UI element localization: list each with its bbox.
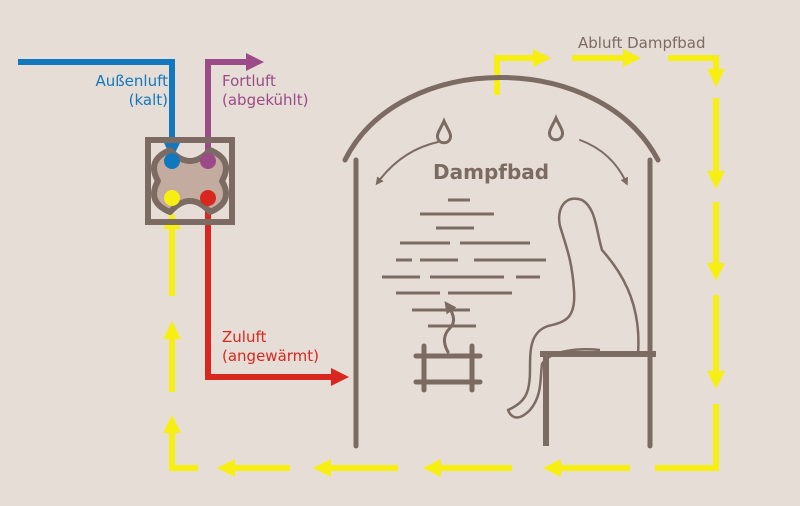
label-exhaust-air: Fortluft (abgekühlt) — [222, 72, 308, 110]
port-supply-air — [200, 190, 216, 206]
seated-person — [506, 197, 640, 419]
steam-lines — [382, 198, 546, 328]
label-outside-air: Außenluft (kalt) — [78, 72, 168, 110]
return-air-corner — [163, 415, 198, 471]
label-supply-air-line1: Zuluft — [222, 328, 267, 346]
label-outside-air-line1: Außenluft — [95, 72, 168, 90]
drop-icon — [548, 114, 564, 142]
port-return-air — [164, 190, 180, 206]
steam-bath-room — [342, 75, 661, 449]
label-outside-air-line2: (kalt) — [128, 91, 168, 109]
heat-exchanger-frame — [145, 137, 235, 225]
drop-icon — [436, 117, 452, 145]
port-outside-air — [164, 153, 180, 169]
return-air-corner — [668, 55, 725, 87]
condensation-drops — [436, 114, 564, 145]
steam-rising-arrow — [443, 301, 457, 354]
return-air-riser — [494, 49, 551, 95]
room-dome — [342, 75, 661, 163]
airflow-arrow-right — [579, 139, 628, 186]
airflow-arrow-left — [375, 141, 439, 186]
label-exhaust-air-line2: (abgekühlt) — [222, 91, 309, 109]
room-title: Dampfbad — [433, 160, 550, 184]
steam-generator — [413, 301, 483, 393]
label-supply-air-line2: (angewärmt) — [222, 347, 320, 365]
supply-air-arrow — [205, 198, 349, 386]
port-exhaust-air — [200, 153, 216, 169]
outside-air-arrow — [18, 59, 181, 159]
heat-exchanger — [145, 137, 235, 225]
exhaust-air-arrow — [205, 53, 264, 160]
label-supply-air: Zuluft (angewärmt) — [222, 328, 319, 366]
label-exhaust-air-line1: Fortluft — [222, 72, 276, 90]
return-air-loop — [163, 49, 725, 477]
label-steam-exhaust: Abluft Dampfbad — [578, 34, 706, 52]
bench — [540, 351, 656, 446]
return-air-corner — [655, 404, 719, 471]
